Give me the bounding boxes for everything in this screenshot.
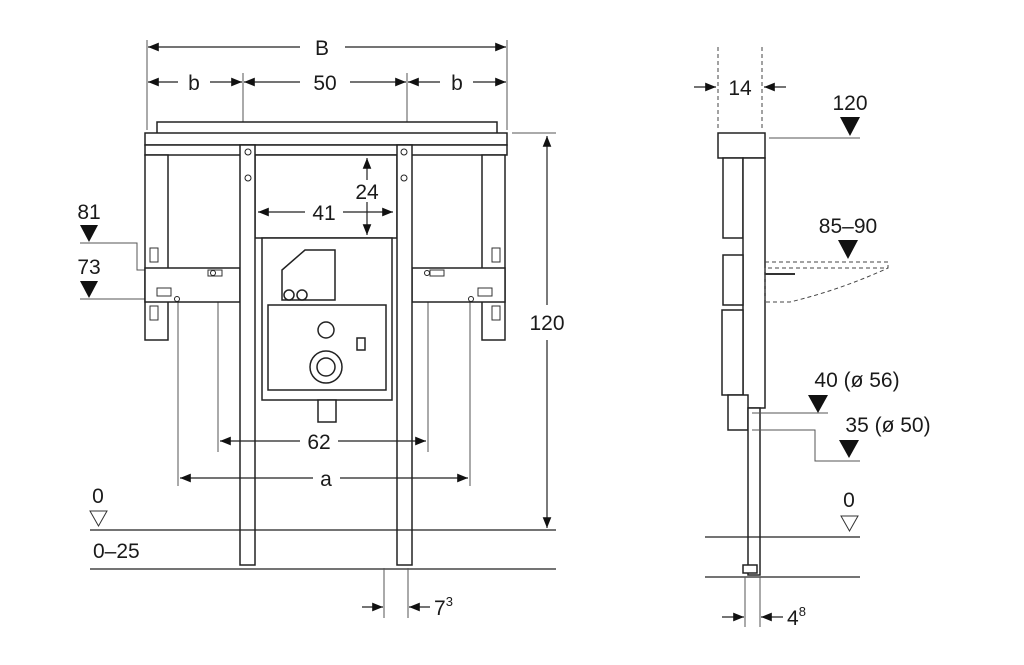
dimension-label-24: 24 <box>355 181 379 204</box>
level-marker-icon <box>840 117 860 136</box>
level-label-40: 40 (ø 56) <box>814 369 899 392</box>
floor-adjust-label: 0–25 <box>93 540 140 563</box>
level-label-85-90: 85–90 <box>819 215 877 238</box>
dimension-sup: 3 <box>446 594 453 609</box>
dimension-14: 14 <box>694 47 786 130</box>
level-label-35: 35 (ø 50) <box>845 414 930 437</box>
dimension-label-41: 41 <box>312 202 335 225</box>
side-view: 14 120 85–90 40 (ø 56) <box>694 47 931 630</box>
washbasin-outline <box>764 261 889 303</box>
dimension-label-14: 14 <box>728 77 752 100</box>
dimension-label-120: 120 <box>529 312 564 335</box>
dimension-label-7-3: 73 <box>434 594 453 620</box>
dimension-sup: 8 <box>799 604 806 619</box>
floor-level-marker-icon <box>89 510 108 528</box>
level-marker-icon <box>80 225 98 242</box>
dimension-main: 4 <box>787 607 799 630</box>
dimension-a: a <box>180 468 468 491</box>
dimension-label-a: a <box>320 468 332 491</box>
level-label-73: 73 <box>77 256 100 279</box>
level-40: 40 (ø 56) <box>752 369 900 414</box>
level-marker-icon <box>808 395 828 413</box>
floor-level-label: 0 <box>92 485 104 508</box>
dimension-120: 120 <box>529 136 565 528</box>
level-label-81: 81 <box>77 201 100 224</box>
level-marker-icon <box>839 440 859 458</box>
dimension-41: 41 <box>258 202 393 225</box>
level-label-120: 120 <box>832 92 867 115</box>
floor-front: 0 0–25 <box>89 485 556 570</box>
dimension-label-b-left: b <box>188 72 200 95</box>
dimension-label-50: 50 <box>313 72 336 95</box>
dimension-main: 7 <box>434 597 446 620</box>
level-120: 120 <box>769 92 868 139</box>
dimension-label-62: 62 <box>307 431 330 454</box>
dimension-row-b-50-b: b 50 b <box>148 72 506 95</box>
floor-level-label: 0 <box>843 489 855 512</box>
dimension-B: B <box>148 37 506 60</box>
frame-side <box>717 132 766 576</box>
frame-front <box>144 121 508 566</box>
floor-level-marker-icon <box>840 515 859 533</box>
level-81: 81 <box>77 201 101 242</box>
dimension-post-width: 73 <box>362 568 453 620</box>
dimension-label-b-right: b <box>451 72 463 95</box>
dimension-label-B: B <box>315 37 329 60</box>
dimension-62: 62 <box>220 431 426 454</box>
dimension-post-depth: 48 <box>722 577 806 630</box>
dimension-24: 24 <box>355 158 379 235</box>
level-marker-icon <box>80 281 98 298</box>
level-85-90: 85–90 <box>764 215 889 303</box>
front-view: B b 50 b <box>77 37 564 620</box>
dimension-label-4-8: 48 <box>787 604 806 630</box>
level-73: 73 <box>77 256 101 298</box>
level-marker-icon <box>838 240 858 259</box>
floor-side: 0 <box>705 489 860 578</box>
level-35: 35 (ø 50) <box>752 414 931 462</box>
